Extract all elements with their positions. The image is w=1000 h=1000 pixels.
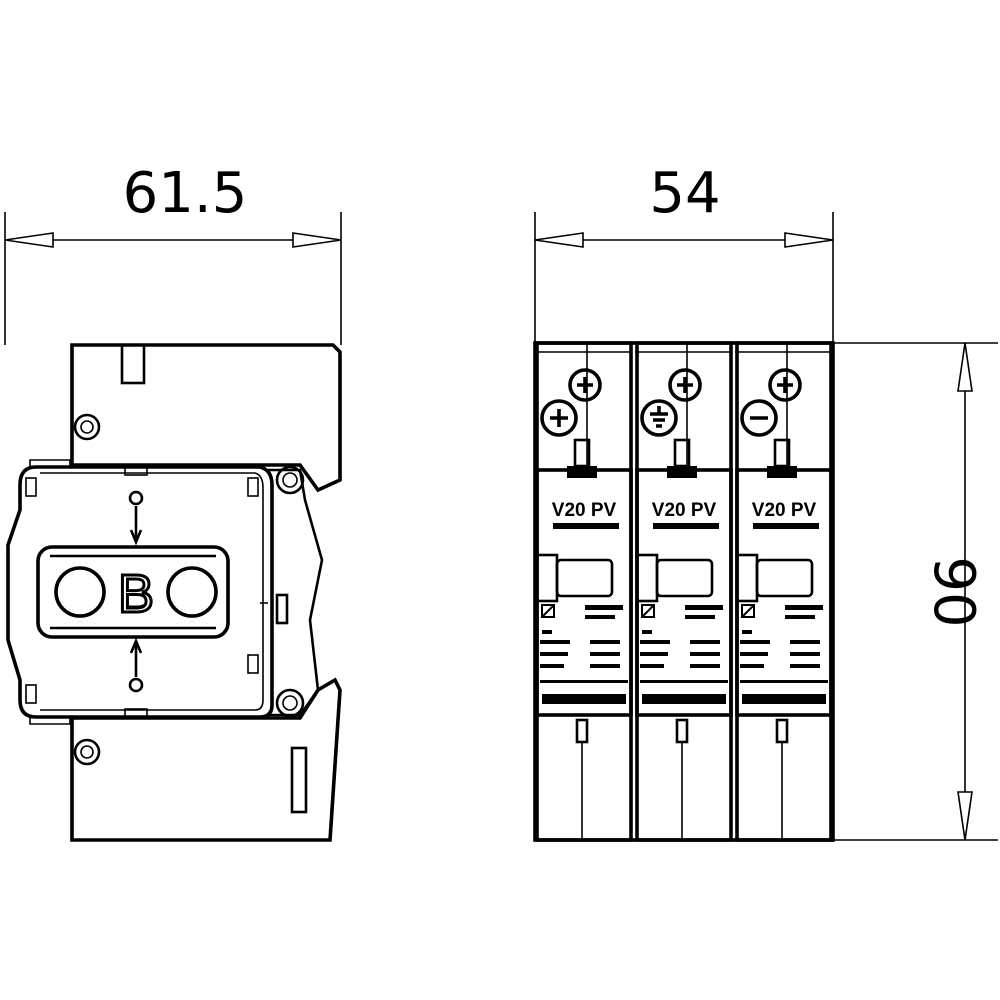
dimension-width-front: 54 — [534, 161, 834, 345]
dimension-label-height-front: 90 — [921, 556, 986, 627]
arrow-right-icon — [784, 232, 834, 248]
arrow-up-icon — [957, 342, 973, 392]
module-2: V20 PV — [635, 341, 733, 842]
arrow-up-icon — [129, 637, 143, 654]
front-view: V20 PV — [533, 341, 835, 842]
arrow-down-icon — [129, 529, 143, 546]
dimension-label-width-front: 54 — [649, 161, 720, 226]
polarity-plus-icon — [768, 368, 802, 402]
arrow-left-icon — [534, 232, 584, 248]
dimension-height-front: 90 — [833, 342, 998, 841]
logo-letter-b-shadow: B — [117, 564, 155, 622]
module-3: V20 PV — [735, 341, 833, 842]
module-model-label: V20 PV — [752, 500, 817, 521]
dimension-width-side: 61.5 — [4, 161, 342, 345]
polarity-plus-icon — [540, 399, 578, 437]
release-hole-icon — [128, 677, 144, 693]
polarity-minus-icon — [740, 399, 778, 437]
module-model-label: V20 PV — [552, 500, 617, 521]
module-1: V20 PV — [535, 341, 633, 842]
screw-icon — [73, 738, 101, 766]
logo-letter-b: B — [118, 564, 154, 624]
arrow-right-icon — [292, 232, 342, 248]
polarity-plus-icon — [568, 368, 602, 402]
side-view: B B — [6, 343, 342, 842]
earth-icon — [640, 399, 678, 437]
polarity-plus-icon — [668, 368, 702, 402]
arrow-left-icon — [4, 232, 54, 248]
dimension-label-width-side: 61.5 — [123, 161, 248, 226]
screw-icon — [73, 413, 101, 441]
module-model-label: V20 PV — [652, 500, 717, 521]
arrow-down-icon — [957, 791, 973, 841]
logo-plate — [36, 545, 230, 639]
release-hole-icon — [128, 490, 144, 506]
